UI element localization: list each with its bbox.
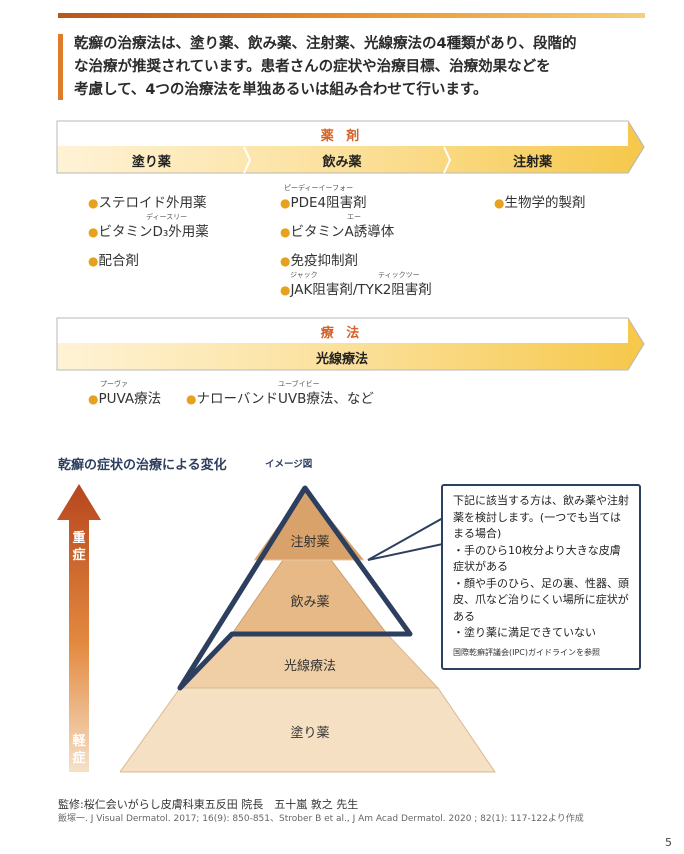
ruby-puva: プーヴァ <box>100 380 128 388</box>
therapy-heading: 療 法 <box>320 326 364 341</box>
treatment-pyramid <box>120 485 496 773</box>
intro-accent-bar <box>58 34 63 100</box>
injection-item-1: ●生物学的製剤 <box>494 195 586 211</box>
severity-low-label: 軽症 <box>72 734 86 766</box>
note-lead: 下記に該当する方は、飲み薬や注射薬を検討します。(一つでも当てはまる場合) <box>453 494 629 540</box>
therapy-item-2: ●ナローバンドUVB療法、など <box>186 391 374 407</box>
chart-subtitle: イメージ図 <box>265 459 313 470</box>
note-item-1: ・手のひら10枚分より大きな皮膚症状がある <box>453 543 621 574</box>
topical-item-1: ●ステロイド外用薬 <box>88 195 207 211</box>
topical-item-2: ●ビタミンD₃外用薬 <box>88 224 209 240</box>
intro-text: 乾癬の治療法は、塗り薬、飲み薬、注射薬、光線療法の4種類があり、段階的 な治療が… <box>74 33 654 102</box>
note-box: 下記に該当する方は、飲み薬や注射薬を検討します。(一つでも当てはまる場合) ・手… <box>441 484 641 670</box>
therapy-header-arrow <box>56 317 645 371</box>
page-number: 5 <box>665 836 672 849</box>
references: 飯塚一. J Visual Dermatol. 2017; 16(9): 850… <box>58 814 584 824</box>
therapy-columns: 光線療法 <box>56 348 628 367</box>
col-topical: 塗り薬 <box>131 155 171 170</box>
note-source: 国際乾癬評議会(IPC)ガイドラインを参照 <box>453 647 601 657</box>
col-injection: 注射薬 <box>513 155 553 170</box>
topical-item-3: ●配合剤 <box>88 253 139 269</box>
pyramid-label-injection: 注射薬 <box>290 535 330 550</box>
pyramid-tier-injection <box>254 488 364 560</box>
drug-header-arrow <box>56 120 645 174</box>
drug-heading: 薬 剤 <box>320 129 364 144</box>
note-item-3: ・塗り薬に満足できていない <box>453 626 596 639</box>
col-phototherapy: 光線療法 <box>315 352 368 367</box>
oral-item-1: ●PDE4阻害剤 <box>280 195 367 211</box>
ruby-pde4: ピーディーイーフォー <box>284 184 354 192</box>
oral-item-3: ●免疫抑制剤 <box>280 253 358 269</box>
ruby-tyk: ティックツー <box>378 271 420 279</box>
intro-line-2: な治療が推奨されています。患者さんの症状や治療目標、治療効果などを <box>74 59 551 75</box>
intro-line-1: 乾癬の治療法は、塗り薬、飲み薬、注射薬、光線療法の4種類があり、段階的 <box>74 36 577 52</box>
chart-title: 乾癬の症状の治療による変化 <box>58 458 227 473</box>
note-item-2: ・顔や手のひら、足の裏、性器、頭皮、爪など治りにくい場所に症状がある <box>453 576 629 623</box>
drug-columns: 塗り薬 飲み薬 注射薬 <box>56 151 628 170</box>
ruby-jak: ジャック <box>290 271 318 279</box>
pyramid-label-topical: 塗り薬 <box>290 726 330 741</box>
ruby-a: エー <box>347 213 361 221</box>
oral-item-4: ●JAK阻害剤/TYK2阻害剤 <box>280 282 432 298</box>
top-accent-bar <box>58 13 645 18</box>
oral-item-2: ●ビタミンA誘導体 <box>280 224 395 240</box>
pyramid-label-oral: 飲み薬 <box>290 595 330 610</box>
severity-high-label: 重症 <box>72 531 86 563</box>
ruby-d3: ディースリー <box>146 213 188 221</box>
col-oral: 飲み薬 <box>322 155 362 170</box>
supervisor-credit: 監修:桜仁会いがらし皮膚科東五反田 院長 五十嵐 敦之 先生 <box>58 798 359 811</box>
severity-arrow <box>57 484 101 772</box>
intro-line-3: 考慮して、4つの治療法を単独あるいは組み合わせて行います。 <box>74 82 488 98</box>
therapy-item-1: ●PUVA療法 <box>88 391 162 407</box>
pyramid-label-phototherapy: 光線療法 <box>283 659 336 674</box>
ruby-uvb: ユーブイビー <box>278 380 320 388</box>
